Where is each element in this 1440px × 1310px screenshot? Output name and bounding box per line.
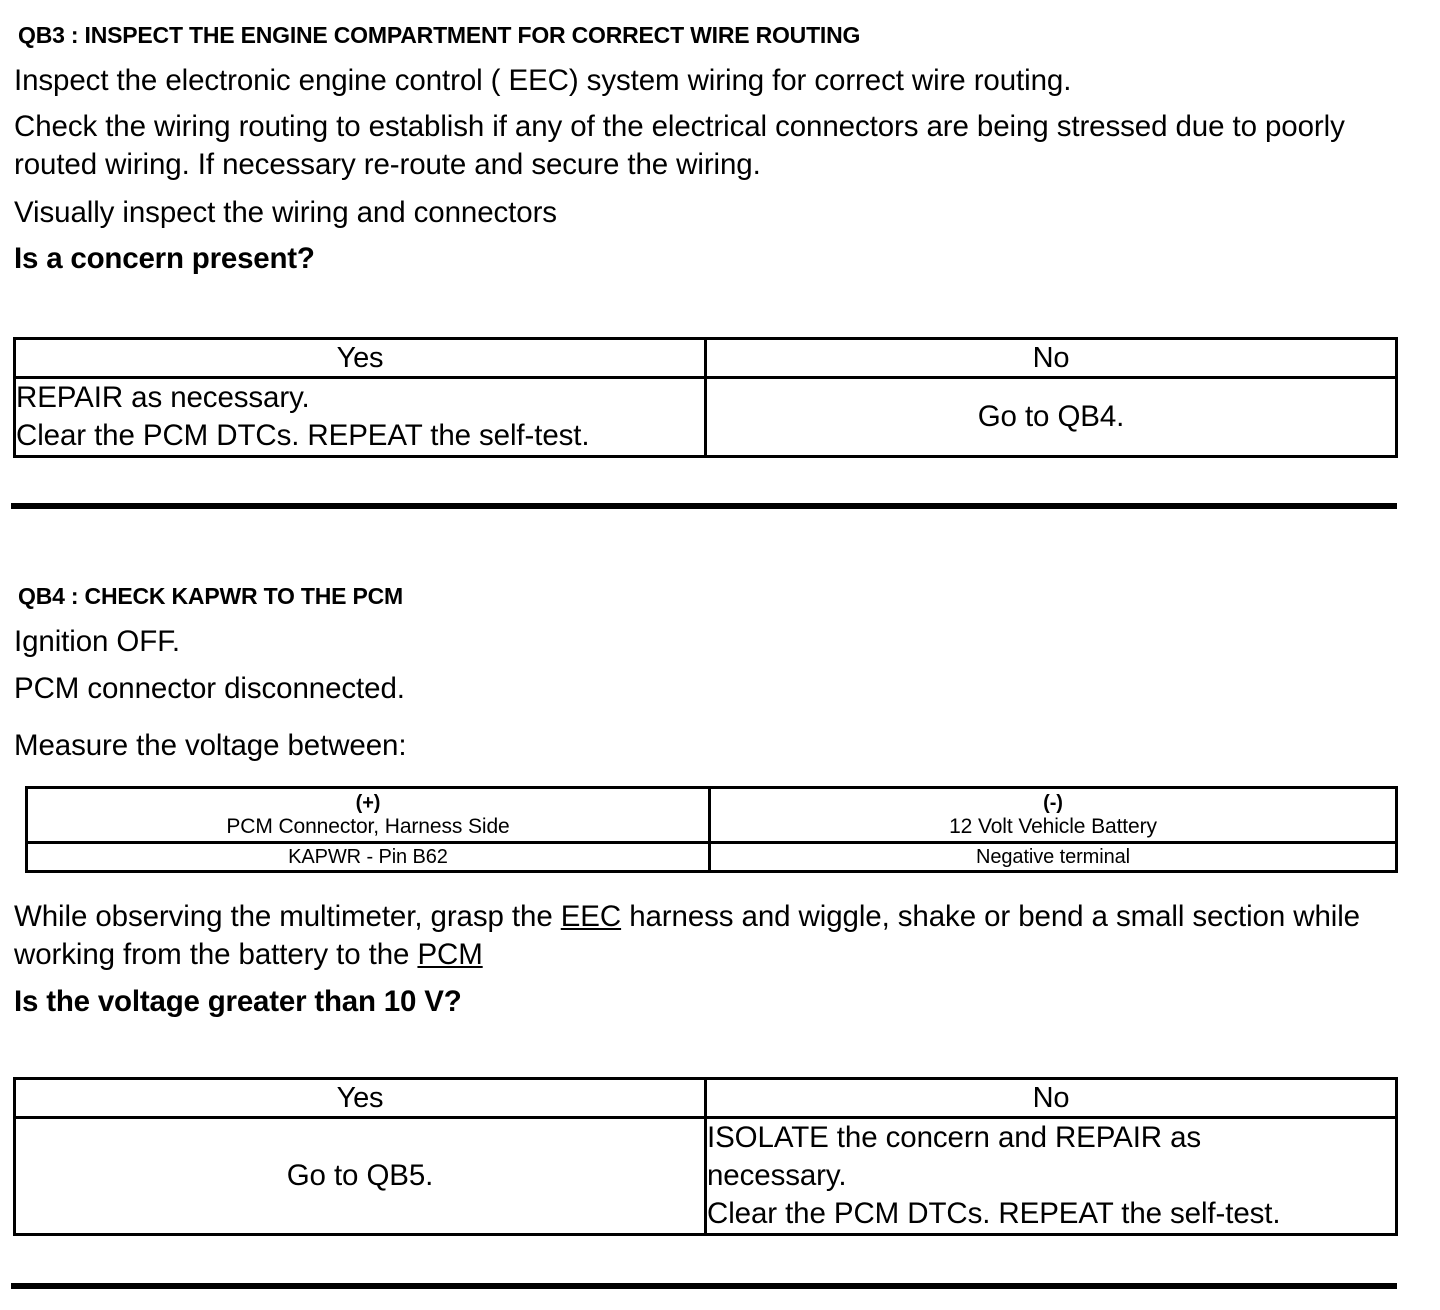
decision-no-line-1: Go to QB4. bbox=[977, 400, 1125, 433]
decision-header-no: No bbox=[704, 337, 1398, 379]
qb3-line-1: Inspect the electronic engine control ( … bbox=[14, 64, 1072, 97]
decision-cell-no: Go to QB4. bbox=[704, 376, 1398, 458]
negative-source-label: 12 Volt Vehicle Battery bbox=[949, 814, 1157, 838]
qb4-line-1: Ignition OFF. bbox=[14, 625, 180, 658]
decision-header-no: No bbox=[704, 1077, 1398, 1119]
decision-cell-yes: Go to QB5. bbox=[13, 1116, 707, 1236]
table-row: REPAIR as necessary. Clear the PCM DTCs.… bbox=[13, 376, 1398, 458]
qb4-instruction-paragraph: While observing the multimeter, grasp th… bbox=[14, 898, 1384, 974]
decision-yes-line-1: Go to QB5. bbox=[286, 1159, 434, 1192]
measurement-positive-header: (+) PCM Connector, Harness Side bbox=[25, 786, 711, 844]
qb3-line-3: Visually inspect the wiring and connecto… bbox=[14, 196, 557, 229]
decision-no-line-1: ISOLATE the concern and REPAIR as bbox=[707, 1121, 1202, 1154]
decision-no-line-2: necessary. bbox=[707, 1159, 847, 1192]
decision-header-yes: Yes bbox=[13, 337, 707, 379]
table-row: Go to QB5. ISOLATE the concern and REPAI… bbox=[13, 1116, 1398, 1236]
qb3-question: Is a concern present? bbox=[14, 242, 315, 275]
instruction-prefix-text: While observing the multimeter, grasp th… bbox=[14, 900, 561, 933]
decision-yes-line-2: Clear the PCM DTCs. REPEAT the self-test… bbox=[16, 419, 590, 452]
measurement-positive-point: KAPWR - Pin B62 bbox=[25, 841, 711, 873]
qb4-line-2: PCM connector disconnected. bbox=[14, 672, 405, 705]
decision-header-yes: Yes bbox=[13, 1077, 707, 1119]
section-divider-rule-2 bbox=[11, 1283, 1397, 1289]
step-title-qb3: QB3 : INSPECT THE ENGINE COMPARTMENT FOR… bbox=[18, 22, 861, 48]
measurement-header-row: (+) PCM Connector, Harness Side (-) 12 V… bbox=[25, 786, 1398, 844]
section-divider-rule-1 bbox=[11, 503, 1397, 509]
decision-table-qb4: Yes No Go to QB5. ISOLATE the concern an… bbox=[13, 1077, 1398, 1236]
positive-polarity-label: (+) bbox=[355, 791, 381, 814]
qb4-line-3: Measure the voltage between: bbox=[14, 729, 407, 762]
table-header-row: Yes No bbox=[13, 1077, 1398, 1119]
decision-no-line-3: Clear the PCM DTCs. REPEAT the self-test… bbox=[707, 1197, 1281, 1230]
glossary-link-eec[interactable]: EEC bbox=[560, 900, 622, 933]
decision-cell-yes: REPAIR as necessary. Clear the PCM DTCs.… bbox=[13, 376, 707, 458]
measurement-value-row: KAPWR - Pin B62 Negative terminal bbox=[25, 841, 1398, 873]
measurement-negative-header: (-) 12 Volt Vehicle Battery bbox=[708, 786, 1398, 844]
decision-cell-no: ISOLATE the concern and REPAIR as necess… bbox=[704, 1116, 1398, 1236]
table-header-row: Yes No bbox=[13, 337, 1398, 379]
positive-source-label: PCM Connector, Harness Side bbox=[226, 814, 510, 838]
qb3-line-2: Check the wiring routing to establish if… bbox=[14, 110, 1345, 181]
step-title-qb4: QB4 : CHECK KAPWR TO THE PCM bbox=[18, 583, 403, 609]
qb4-question: Is the voltage greater than 10 V? bbox=[14, 985, 462, 1018]
decision-yes-line-1: REPAIR as necessary. bbox=[16, 381, 310, 414]
glossary-link-pcm[interactable]: PCM bbox=[417, 938, 483, 971]
measurement-table-qb4: (+) PCM Connector, Harness Side (-) 12 V… bbox=[25, 786, 1398, 873]
decision-table-qb3: Yes No REPAIR as necessary. Clear the PC… bbox=[13, 337, 1398, 458]
instruction-middle-text: harness and wiggle, shake or bend a smal… bbox=[14, 900, 1360, 971]
negative-polarity-label: (-) bbox=[1043, 791, 1063, 814]
measurement-negative-point: Negative terminal bbox=[708, 841, 1398, 873]
